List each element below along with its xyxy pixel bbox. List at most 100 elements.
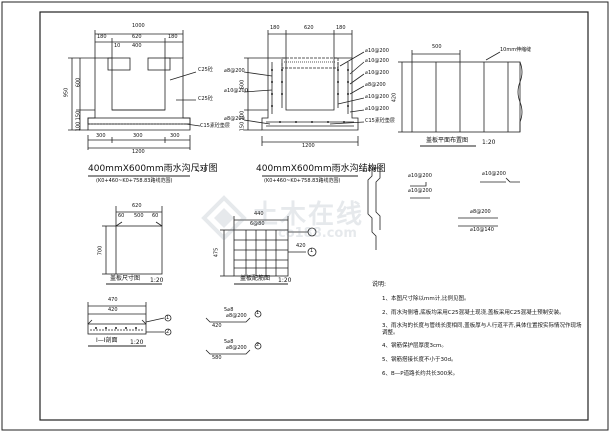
ditch-rebar-scale: 1:20 bbox=[362, 166, 376, 173]
dim-top-c: 180 bbox=[168, 34, 178, 40]
cover-layout-joint: 10mm伸缩缝 bbox=[500, 47, 532, 53]
watermark-logo-icon bbox=[201, 195, 247, 241]
section-view bbox=[87, 302, 172, 347]
rebar-grid-frame bbox=[233, 229, 289, 277]
detail-label-2: ⌀10@200 bbox=[408, 188, 432, 194]
cover-rebar-scale: 1:20 bbox=[278, 277, 292, 284]
cover-size-dim-c: 60 bbox=[152, 213, 159, 219]
bar-b-len: ⌀8@200 bbox=[226, 345, 247, 351]
ditch-cap-right bbox=[147, 57, 171, 71]
cover-layout-scale: 1:20 bbox=[482, 139, 496, 146]
note-item-4: 4、钢筋保护层厚度3cm。 bbox=[382, 343, 447, 350]
dim-bottom-b: 300 bbox=[133, 133, 143, 139]
bar-shape-a bbox=[205, 317, 251, 323]
note-item-5: 5、钢筋搭接长度不小于30d。 bbox=[382, 356, 457, 363]
break-line bbox=[517, 61, 523, 132]
ditch-cap-left bbox=[107, 57, 131, 71]
ditch-rebar-subtitle: (K0+460~K0+758.83路线范围) bbox=[264, 178, 341, 184]
cover-rebar-title: 盖板配筋图 bbox=[240, 275, 271, 282]
cover-strip bbox=[411, 61, 521, 133]
rebar-dim-top-a: 180 bbox=[270, 25, 280, 31]
bar-b-no: 2 bbox=[256, 342, 260, 348]
rebar-label-3: ⌀10@200 bbox=[365, 70, 389, 76]
section-dim-b: 420 bbox=[108, 307, 118, 313]
note-item-2: 2、雨水沟侧墙,底板均采用C25混凝土现浇,盖板采用C25混凝土预制安装。 bbox=[382, 309, 565, 316]
rebar-label-10: ⌀8@200 bbox=[224, 116, 245, 122]
title-frame bbox=[39, 11, 589, 421]
bar-mark-circle bbox=[307, 247, 317, 257]
section-title: I—I剖面 bbox=[96, 337, 118, 344]
dim-top-total: 1000 bbox=[132, 23, 145, 29]
dim-left-a: 600 bbox=[75, 77, 82, 88]
cover-layout-dim-a: 500 bbox=[432, 44, 442, 50]
note-item-3: 3、雨水沟的长度与管线长度相同,盖板厚与人行道平齐,具体位置按实际情况作现场调整… bbox=[382, 323, 582, 336]
dim-top-d: 400 bbox=[132, 43, 142, 49]
cover-layout-title: 盖板平面布置图 bbox=[426, 137, 469, 144]
cover-rebar-dim-a: 440 bbox=[254, 211, 264, 217]
cover-rebar-bar-no: 1 bbox=[310, 248, 314, 254]
watermark-text: 土木在线 bbox=[252, 200, 365, 230]
bar-a-label: 5⌀8 bbox=[224, 307, 234, 313]
ditch-rebar-view bbox=[243, 30, 365, 177]
cover-size-dim-b: 500 bbox=[134, 213, 144, 219]
section-slab bbox=[87, 323, 147, 335]
rebar-outline bbox=[261, 57, 359, 131]
bar-shape-b bbox=[205, 349, 251, 355]
rebar-label-1: ⌀10@200 bbox=[365, 48, 389, 54]
label-c25: C25砼 bbox=[198, 67, 213, 73]
detail-bend bbox=[367, 168, 377, 250]
notes-block: 说明: 1、本图尺寸除以mm计,比例见图。 2、雨水沟侧墙,底板均采用C25混凝… bbox=[372, 282, 582, 384]
section-scale: 1:20 bbox=[130, 339, 144, 346]
rebar-label-9: ⌀10@200 bbox=[224, 88, 248, 94]
cover-size-scale: 1:20 bbox=[150, 277, 164, 284]
notes-heading: 说明: bbox=[372, 281, 387, 288]
rebar-label-7: C15素砼垫层 bbox=[365, 118, 395, 124]
ditch-size-subtitle: (K0+460~K0+758.83路线范围) bbox=[96, 178, 173, 184]
rebar-dim-top-c: 180 bbox=[336, 25, 346, 31]
dim-left-total: 950 bbox=[63, 87, 70, 98]
dim-top-b: 620 bbox=[132, 34, 142, 40]
watermark: 土木在线 co188.com bbox=[200, 190, 430, 250]
dim-bottom-c: 300 bbox=[170, 133, 180, 139]
bar-a-no: 1 bbox=[256, 310, 260, 316]
rebar-label-2: ⌀10@200 bbox=[365, 58, 389, 64]
ditch-size-scale: 1:20 bbox=[194, 166, 208, 173]
rebar-dim-bottom: 1200 bbox=[302, 143, 315, 149]
dim-top-a: 180 bbox=[97, 34, 107, 40]
detail-bars bbox=[367, 167, 520, 250]
label-c15: C15素砼垫层 bbox=[200, 123, 230, 129]
bar-b-dim: 580 bbox=[212, 355, 222, 361]
dim-top-e: 10 bbox=[114, 43, 121, 49]
cover-size-view bbox=[102, 206, 163, 285]
ditch-rebar-title: 400mmX600mm雨水沟结构图 bbox=[256, 164, 386, 174]
section-label-b: 2 bbox=[166, 329, 170, 335]
rebar-dim-top-b: 620 bbox=[304, 25, 314, 31]
cover-size-dim-side: 700 bbox=[97, 245, 104, 256]
ditch-size-title: 400mmX600mm雨水沟尺寸图 bbox=[88, 164, 218, 174]
rebar-label-4: ⌀8@200 bbox=[365, 82, 386, 88]
section-dim-a: 470 bbox=[108, 297, 118, 303]
rebar-dots bbox=[271, 69, 349, 123]
dim-left-c: 100 bbox=[75, 121, 82, 132]
rebar-label-8: ⌀8@200 bbox=[224, 68, 245, 74]
dim-left-b: 150 bbox=[75, 110, 82, 121]
bar-a-len: ⌀8@200 bbox=[226, 313, 247, 319]
detail-hook-1 bbox=[410, 182, 427, 187]
cover-rebar-view bbox=[220, 216, 317, 285]
cover-size-dim-top: 620 bbox=[132, 203, 142, 209]
bar-shapes bbox=[205, 310, 262, 355]
cover-rebar-dim-top: 6@80 bbox=[250, 221, 265, 227]
rebar-label-5: ⌀10@200 bbox=[365, 94, 389, 100]
bar-b-label: 5⌀8 bbox=[224, 339, 234, 345]
dim-bottom-total: 1200 bbox=[132, 149, 145, 155]
detail-label-4: ⌀8@200 bbox=[470, 209, 491, 215]
rebar-label-6: ⌀10@200 bbox=[365, 106, 389, 112]
section-label-a: 1 bbox=[166, 315, 170, 321]
cover-size-title: 盖板尺寸图 bbox=[110, 275, 141, 282]
dim-bottom-a: 300 bbox=[96, 133, 106, 139]
cover-panel bbox=[115, 225, 163, 275]
ditch-size-view bbox=[68, 30, 201, 177]
